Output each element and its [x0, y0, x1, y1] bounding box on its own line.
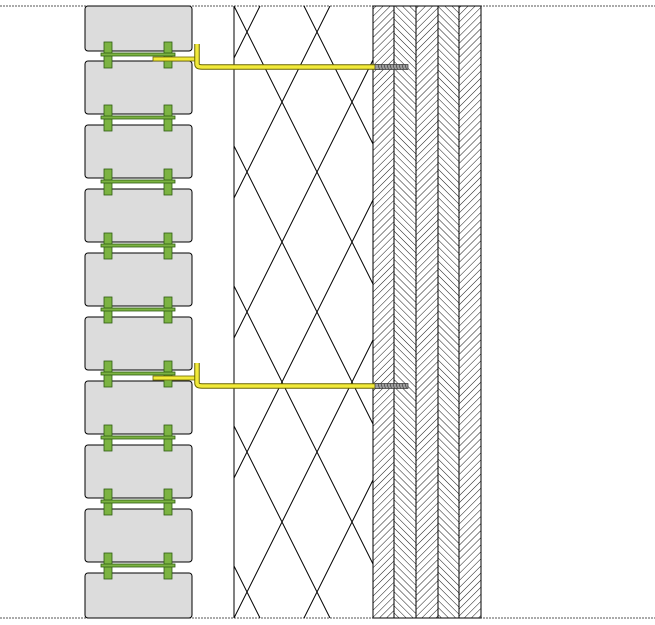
- brick: [84, 508, 193, 563]
- clip-bar: [100, 371, 176, 376]
- masonry-band-2: [393, 5, 417, 619]
- clip-bar: [100, 179, 176, 184]
- brick-clip: [100, 488, 176, 516]
- tie-rod: [195, 363, 380, 388]
- brick-clip: [100, 424, 176, 452]
- brick: [84, 444, 193, 499]
- tie-short-bar: [152, 375, 199, 381]
- brick-clip: [100, 104, 176, 132]
- insulation-crosshatch: [234, 6, 373, 618]
- clip-bar: [100, 499, 176, 504]
- brick: [84, 316, 193, 371]
- brick-clip: [100, 552, 176, 580]
- clip-bar: [100, 563, 176, 568]
- brick: [84, 572, 193, 619]
- brick: [84, 5, 193, 52]
- clip-bar: [100, 307, 176, 312]
- brick: [84, 380, 193, 435]
- clip-bar: [100, 115, 176, 120]
- brick-cladding-layer: [84, 5, 193, 619]
- clip-bar: [100, 52, 176, 57]
- masonry-band-4: [437, 5, 460, 619]
- wall-tie-group: [152, 44, 409, 389]
- wall-tie: [152, 363, 409, 389]
- brick-clip: [100, 232, 176, 260]
- brick-clip: [100, 360, 176, 388]
- tie-short-bar: [152, 56, 199, 62]
- tie-rod: [195, 44, 380, 69]
- wall-tie: [152, 44, 409, 70]
- clip-bar: [100, 243, 176, 248]
- brick-clip-group: [100, 41, 176, 580]
- brick-clip: [100, 168, 176, 196]
- tie-rod-outline: [194, 44, 380, 70]
- brick-clip: [100, 41, 176, 69]
- brick: [84, 252, 193, 307]
- masonry-wall-layers: [372, 5, 482, 619]
- brick: [84, 188, 193, 243]
- masonry-band-5: [458, 5, 482, 619]
- brick: [84, 60, 193, 115]
- brick: [84, 124, 193, 179]
- brick-clip: [100, 296, 176, 324]
- clip-bar: [100, 435, 176, 440]
- insulation-layer: [233, 6, 374, 618]
- masonry-band-3: [415, 5, 439, 619]
- masonry-band-1: [372, 5, 395, 619]
